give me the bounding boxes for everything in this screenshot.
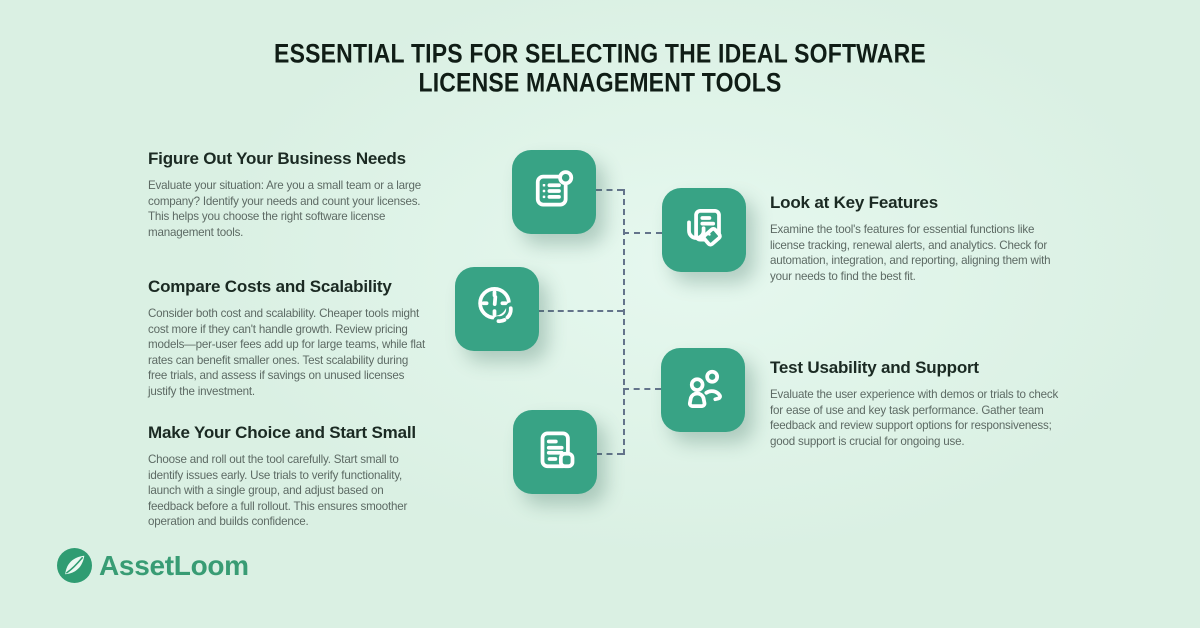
tile-costs-scalability (455, 267, 539, 351)
receipt-document-icon (530, 425, 580, 480)
section-key-features: Look at Key Features Examine the tool's … (770, 192, 1068, 284)
tile-usability-support (661, 348, 745, 432)
tile-key-features (662, 188, 746, 272)
section-heading: Test Usability and Support (770, 358, 979, 377)
leaf-logo-icon (57, 548, 92, 583)
section-heading: Figure Out Your Business Needs (148, 149, 406, 168)
connector-usability (623, 388, 661, 390)
section-body: Examine the tool's features for essentia… (770, 223, 1051, 283)
section-body: Choose and roll out the tool carefully. … (148, 453, 408, 529)
connector-key-features (623, 232, 662, 234)
logo-brand-text: AssetLoom (99, 549, 249, 581)
document-tag-icon (679, 203, 729, 258)
section-body: Evaluate the user experience with demos … (770, 388, 1059, 448)
connector-business-needs (596, 189, 623, 191)
section-usability-support: Test Usability and Support Evaluate the … (770, 357, 1068, 449)
tile-business-needs (512, 150, 596, 234)
assetloom-logo: AssetLoom (57, 548, 249, 583)
section-heading: Look at Key Features (770, 193, 938, 212)
section-business-needs: Figure Out Your Business Needs Evaluate … (148, 148, 429, 240)
section-body: Evaluate your situation: Are you a small… (148, 179, 421, 239)
section-heading: Compare Costs and Scalability (148, 277, 392, 296)
checklist-note-icon (529, 165, 579, 220)
section-body: Consider both cost and scalability. Chea… (148, 307, 426, 398)
infographic-title: ESSENTIAL TIPS FOR SELECTING THE IDEAL S… (0, 39, 1200, 98)
section-costs-scalability: Compare Costs and Scalability Consider b… (148, 276, 429, 400)
title-line-2: LICENSE MANAGEMENT TOOLS (418, 68, 782, 98)
title-line-1: ESSENTIAL TIPS FOR SELECTING THE IDEAL S… (274, 39, 926, 69)
tile-make-choice (513, 410, 597, 494)
connector-choice (596, 453, 623, 455)
team-users-icon (678, 363, 728, 418)
connector-spine (623, 189, 625, 455)
section-heading: Make Your Choice and Start Small (148, 423, 416, 442)
clock-history-icon (472, 282, 522, 337)
connector-costs (538, 310, 623, 312)
section-make-choice: Make Your Choice and Start Small Choose … (148, 422, 429, 530)
